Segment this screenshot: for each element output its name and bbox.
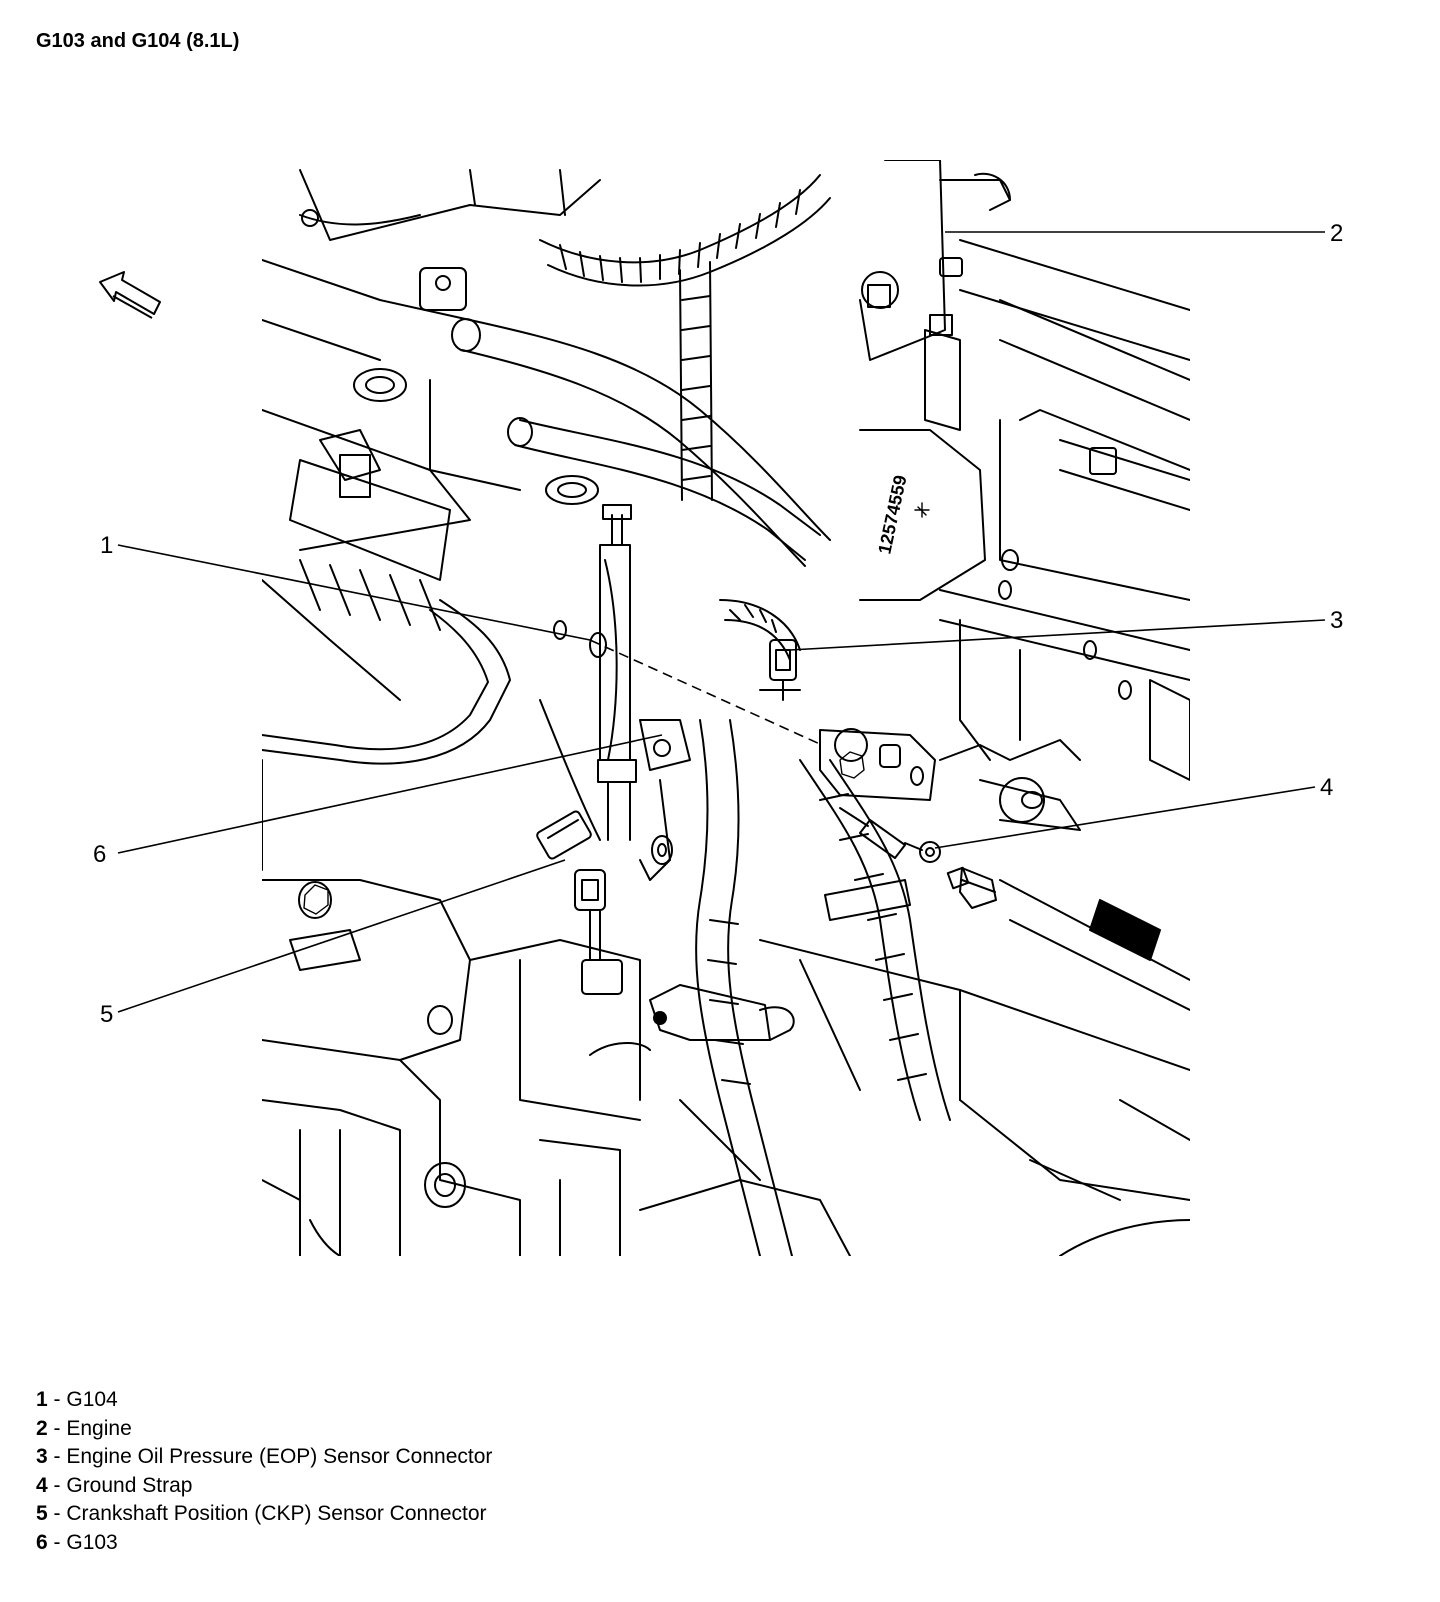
legend-number: 1 xyxy=(36,1388,48,1411)
leader-1-dashed xyxy=(589,639,823,746)
legend-number: 4 xyxy=(36,1473,48,1497)
legend-label: Crankshaft Position (CKP) Sensor Connect… xyxy=(66,1502,487,1526)
legend-number: 2 xyxy=(36,1416,48,1440)
callout-number-3: 3 xyxy=(1330,607,1343,634)
legend-label: G104 xyxy=(66,1388,118,1411)
leader-1 xyxy=(117,544,591,641)
leader-4 xyxy=(934,786,1316,849)
ckp-sensor-connector-drawing xyxy=(536,810,623,995)
callout-leaders xyxy=(117,231,1326,1013)
callout-number-4: 4 xyxy=(1320,774,1333,801)
legend-item: 1 - G104 xyxy=(36,1388,118,1411)
callout-number-1: 1 xyxy=(100,532,113,559)
leader-3 xyxy=(789,619,1326,651)
engine-illustration: 12574559 xyxy=(262,160,1190,1256)
part-number-stamp: 12574559 xyxy=(874,473,910,556)
page-title: G103 and G104 (8.1L) xyxy=(36,30,240,52)
legend-item: 6 - G103 xyxy=(36,1530,118,1554)
callout-legend: 1 - G104 2 - Engine 3 - Engine Oil Press… xyxy=(36,1386,492,1558)
legend-item: 3 - Engine Oil Pressure (EOP) Sensor Con… xyxy=(36,1445,493,1469)
eop-sensor-connector-drawing xyxy=(759,639,801,701)
ground-strap-drawing xyxy=(839,807,941,863)
callout-number-2: 2 xyxy=(1330,220,1343,247)
legend-item: 2 - Engine xyxy=(36,1416,132,1440)
leader-5 xyxy=(117,859,566,1013)
legend-label: Engine xyxy=(66,1416,132,1440)
legend-label: Engine Oil Pressure (EOP) Sensor Connect… xyxy=(66,1445,493,1469)
legend-item: 4 - Ground Strap xyxy=(36,1473,193,1497)
leader-6 xyxy=(117,734,663,854)
legend-item: 5 - Crankshaft Position (CKP) Sensor Con… xyxy=(36,1502,487,1526)
legend-number: 3 xyxy=(36,1445,48,1469)
legend-number: 6 xyxy=(36,1530,48,1554)
callout-number-5: 5 xyxy=(100,1001,113,1028)
front-direction-arrow-icon xyxy=(99,271,161,319)
callout-number-6: 6 xyxy=(93,841,106,868)
legend-label: Ground Strap xyxy=(66,1473,193,1497)
g103-drawing xyxy=(639,719,691,881)
legend-label: G103 xyxy=(66,1530,118,1554)
legend-number: 5 xyxy=(36,1502,48,1526)
